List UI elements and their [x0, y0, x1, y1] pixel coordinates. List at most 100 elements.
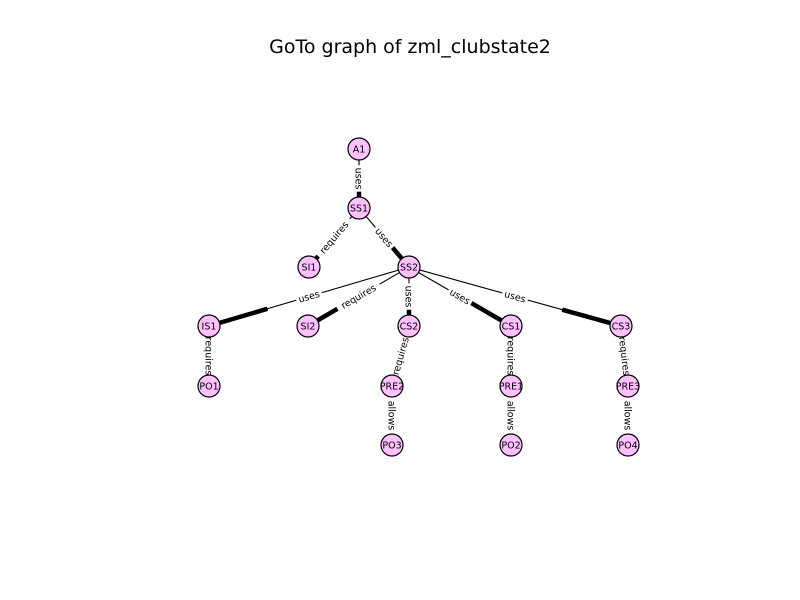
node-label: PO4	[618, 440, 637, 451]
node-CS2[interactable]: CS2	[397, 314, 421, 338]
node-label: A1	[353, 144, 366, 155]
node-circle[interactable]	[197, 314, 221, 338]
edge-label: requires	[505, 337, 516, 376]
node-circle[interactable]	[296, 314, 320, 338]
node-CS3[interactable]: CS3	[609, 314, 633, 338]
node-SS1[interactable]: SS1	[347, 196, 371, 220]
edge-SS2-IS1: uses	[218, 269, 399, 326]
node-IS1[interactable]: IS1	[197, 314, 221, 338]
node-label: PO2	[501, 440, 520, 451]
edge-CS3-PRE3: requires	[615, 331, 634, 381]
node-circle[interactable]	[609, 314, 633, 338]
edge-label-background	[203, 331, 215, 381]
edge-label-group: requires	[313, 215, 355, 260]
node-label: SS1	[350, 203, 368, 214]
node-PRE2[interactable]: PRE2	[380, 374, 404, 398]
node-circle[interactable]	[347, 137, 371, 161]
edge-label-background	[505, 331, 517, 381]
edge-label-group: uses	[353, 165, 365, 192]
edge-label: allows	[386, 401, 397, 431]
edge-label-background	[500, 287, 530, 306]
edge-CS2-PRE2: requires	[388, 330, 413, 382]
node-PO3[interactable]: PO3	[380, 433, 404, 457]
node-SS2[interactable]: SS2	[397, 255, 421, 279]
edge-label-background	[622, 396, 634, 435]
node-PO1[interactable]: PO1	[197, 374, 221, 398]
edge-arrowhead	[467, 299, 503, 323]
node-label: PO3	[382, 440, 401, 451]
node-label: PO1	[199, 381, 218, 392]
edge-label: uses	[353, 168, 364, 190]
edge-label: allows	[505, 401, 516, 431]
edge-SS1-SI1: requires	[313, 215, 355, 261]
node-circle[interactable]	[197, 374, 221, 398]
node-A1[interactable]: A1	[347, 137, 371, 161]
node-label: CS2	[400, 321, 419, 332]
edge-SS2-SI2: requires	[316, 272, 400, 323]
edge-label: requires	[339, 283, 378, 312]
edge-label: requires	[616, 336, 631, 376]
node-circle[interactable]	[397, 255, 421, 279]
node-circle[interactable]	[397, 314, 421, 338]
edge-label-group: requires	[505, 331, 517, 381]
graph-title: GoTo graph of zml_clubstate2	[269, 36, 551, 58]
node-circle[interactable]	[380, 374, 404, 398]
node-label: CS3	[612, 321, 631, 332]
edge-label: requires	[391, 336, 412, 376]
node-circle[interactable]	[499, 433, 523, 457]
edge-label: requires	[318, 220, 351, 257]
edge-SS1-SS2: uses	[365, 216, 404, 261]
node-label: CS1	[502, 321, 521, 332]
edge-label: requires	[203, 337, 214, 376]
edge-label-background	[294, 287, 324, 306]
edge-label-group: requires	[388, 330, 413, 382]
node-label: IS1	[202, 321, 217, 332]
node-label: PRE2	[380, 381, 404, 392]
edge-label-background	[313, 215, 355, 260]
node-SI2[interactable]: SI2	[296, 314, 320, 338]
node-PRE3[interactable]: PRE3	[616, 374, 640, 398]
edge-label-group: allows	[622, 396, 634, 435]
edge-label: allows	[622, 401, 633, 431]
node-circle[interactable]	[499, 314, 523, 338]
edge-label: uses	[297, 289, 321, 306]
edge-label-background	[353, 165, 365, 192]
node-circle[interactable]	[499, 374, 523, 398]
edge-PRE2-PO3: allows	[386, 396, 398, 435]
node-PRE1[interactable]: PRE1	[499, 374, 523, 398]
edge-SS2-CS1: uses	[418, 272, 503, 323]
edge-label-background	[386, 396, 398, 435]
node-circle[interactable]	[380, 433, 404, 457]
node-circle[interactable]	[297, 255, 321, 279]
edge-label-background	[370, 223, 398, 252]
edge-label-background	[615, 331, 634, 381]
edge-label-background	[388, 330, 413, 382]
edge-label-background	[334, 279, 383, 314]
node-circle[interactable]	[616, 374, 640, 398]
node-label: PRE3	[616, 381, 640, 392]
edge-label-group: uses	[445, 284, 475, 309]
node-PO4[interactable]: PO4	[616, 433, 640, 457]
edge-label: uses	[403, 286, 414, 308]
node-label: SI2	[301, 321, 316, 332]
node-label: SI1	[302, 262, 317, 273]
edge-A1-SS1: uses	[353, 160, 365, 197]
edge-SS2-CS2: uses	[403, 278, 415, 315]
edge-label: uses	[503, 289, 527, 305]
edge-arrowhead	[561, 307, 612, 326]
node-SI1[interactable]: SI1	[297, 255, 321, 279]
edge-label-group: requires	[203, 331, 215, 381]
node-circle[interactable]	[616, 433, 640, 457]
node-label: PRE1	[499, 381, 523, 392]
node-circle[interactable]	[347, 196, 371, 220]
node-CS1[interactable]: CS1	[499, 314, 523, 338]
edge-label-group: requires	[334, 279, 383, 314]
edge-label-background	[445, 284, 475, 309]
edge-label-group: uses	[403, 283, 415, 310]
edge-label-background	[403, 283, 415, 310]
edge-PRE1-PO2: allows	[505, 396, 517, 435]
node-PO2[interactable]: PO2	[499, 433, 523, 457]
